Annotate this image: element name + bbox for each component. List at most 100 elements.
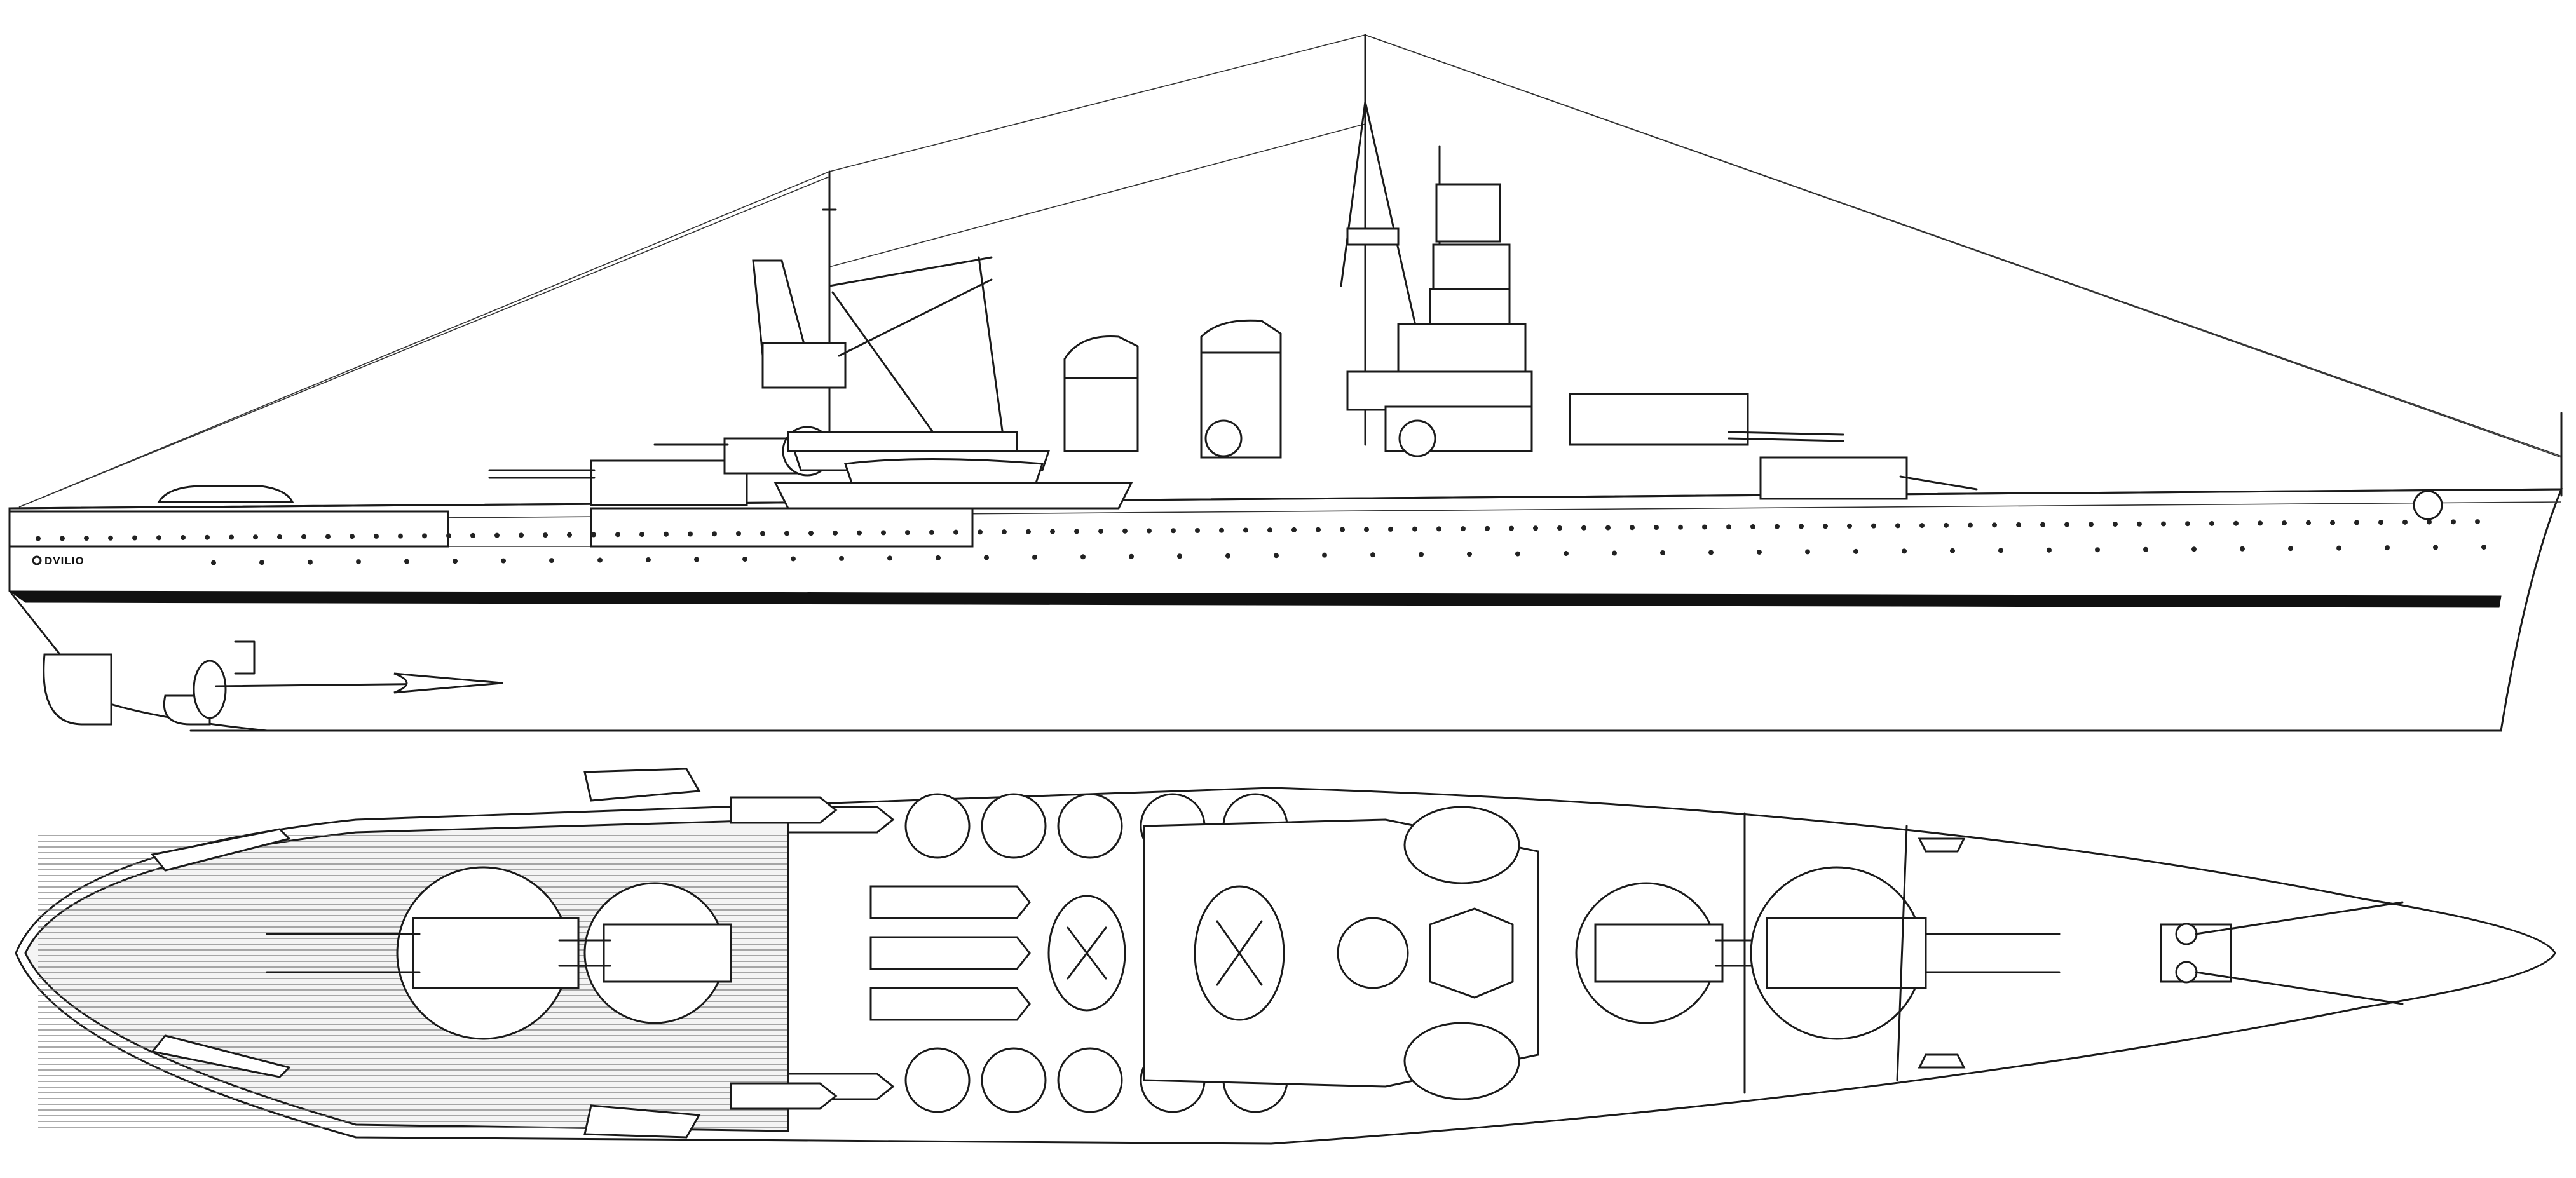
plan-view <box>15 768 2556 1145</box>
porthole <box>1291 527 1297 532</box>
porthole <box>404 559 409 564</box>
porthole <box>1823 524 1828 529</box>
porthole <box>1267 527 1272 533</box>
porthole <box>839 555 844 561</box>
porthole <box>108 535 113 541</box>
porthole <box>1799 524 1804 529</box>
porthole <box>2191 546 2197 552</box>
porthole <box>2306 520 2311 525</box>
porthole <box>2330 520 2335 525</box>
porthole <box>1122 528 1128 534</box>
porthole <box>1726 524 1731 530</box>
porthole <box>1032 554 1037 560</box>
boat-plan <box>869 936 1031 970</box>
porthole <box>1370 552 1375 558</box>
forward-turrets-profile <box>1569 393 1978 500</box>
porthole <box>36 536 41 541</box>
porthole <box>1605 525 1611 531</box>
porthole <box>2385 545 2390 551</box>
aa-mount-ring <box>904 793 971 859</box>
porthole <box>519 532 524 538</box>
porthole <box>1581 525 1586 531</box>
porthole <box>742 556 747 562</box>
porthole <box>639 532 644 538</box>
porthole <box>1129 553 1134 559</box>
porthole <box>1678 524 1683 530</box>
porthole <box>1219 527 1224 533</box>
porthole <box>277 534 282 539</box>
aa-mount-ring <box>981 1047 1047 1113</box>
porthole <box>1919 523 1925 529</box>
porthole <box>978 529 983 535</box>
porthole <box>2209 520 2214 526</box>
portholes <box>36 519 2486 565</box>
porthole <box>1630 525 1635 531</box>
aa-mount-ring <box>981 793 1047 859</box>
rudder-and-propeller <box>43 640 503 726</box>
porthole <box>470 532 475 538</box>
porthole <box>181 535 186 541</box>
porthole <box>2095 547 2100 553</box>
midships-boats-profile <box>773 482 1133 510</box>
porthole <box>1225 553 1230 559</box>
forecastle-gear <box>1743 812 2404 1094</box>
porthole <box>1992 522 1997 528</box>
porthole <box>712 531 717 537</box>
porthole <box>2433 545 2438 550</box>
porthole <box>1419 552 1424 557</box>
porthole <box>356 559 361 565</box>
aa-mount-ring <box>1057 793 1123 859</box>
porthole <box>1322 552 1327 558</box>
boat-plan <box>730 1082 838 1110</box>
porthole <box>1944 522 1949 528</box>
porthole <box>84 536 89 541</box>
foremast-and-bridge <box>1340 34 1533 457</box>
porthole <box>2233 520 2239 526</box>
porthole <box>736 531 741 536</box>
porthole <box>1515 551 1520 557</box>
porthole <box>1871 523 1876 529</box>
porthole <box>1847 523 1852 529</box>
porthole <box>229 534 234 540</box>
porthole <box>694 557 699 562</box>
aft-main-turrets-plan <box>266 866 732 1040</box>
porthole <box>1388 526 1393 532</box>
porthole <box>1074 529 1079 534</box>
funnels-profile <box>1063 319 1282 459</box>
aft-main-turret-profile <box>488 437 808 506</box>
porthole <box>325 534 331 539</box>
porthole <box>808 531 814 536</box>
porthole <box>984 555 989 560</box>
porthole <box>374 533 379 539</box>
porthole <box>2282 520 2287 526</box>
porthole <box>646 557 651 563</box>
porthole <box>664 531 669 537</box>
porthole <box>1533 525 1538 531</box>
porthole <box>784 531 789 536</box>
porthole <box>2378 520 2383 525</box>
porthole <box>543 532 548 538</box>
boat-plan <box>730 796 838 824</box>
porthole <box>1080 554 1086 560</box>
porthole <box>211 560 216 565</box>
porthole <box>567 532 572 538</box>
porthole <box>2481 545 2486 550</box>
porthole <box>1775 524 1780 529</box>
porthole <box>2143 546 2148 552</box>
porthole <box>2240 546 2245 552</box>
porthole <box>857 530 862 536</box>
rigging-wires <box>18 34 2562 508</box>
porthole <box>156 535 161 541</box>
forward-main-turrets-plan <box>1575 866 2061 1040</box>
porthole <box>1147 528 1152 534</box>
aa-mount-ring <box>1057 1047 1123 1113</box>
porthole <box>1708 550 1714 555</box>
porthole <box>791 556 796 562</box>
porthole <box>1243 527 1248 533</box>
porthole <box>833 530 838 536</box>
mainmast-and-crane <box>752 170 1051 477</box>
porthole <box>2161 521 2166 527</box>
porthole <box>259 560 264 565</box>
porthole <box>929 529 934 535</box>
